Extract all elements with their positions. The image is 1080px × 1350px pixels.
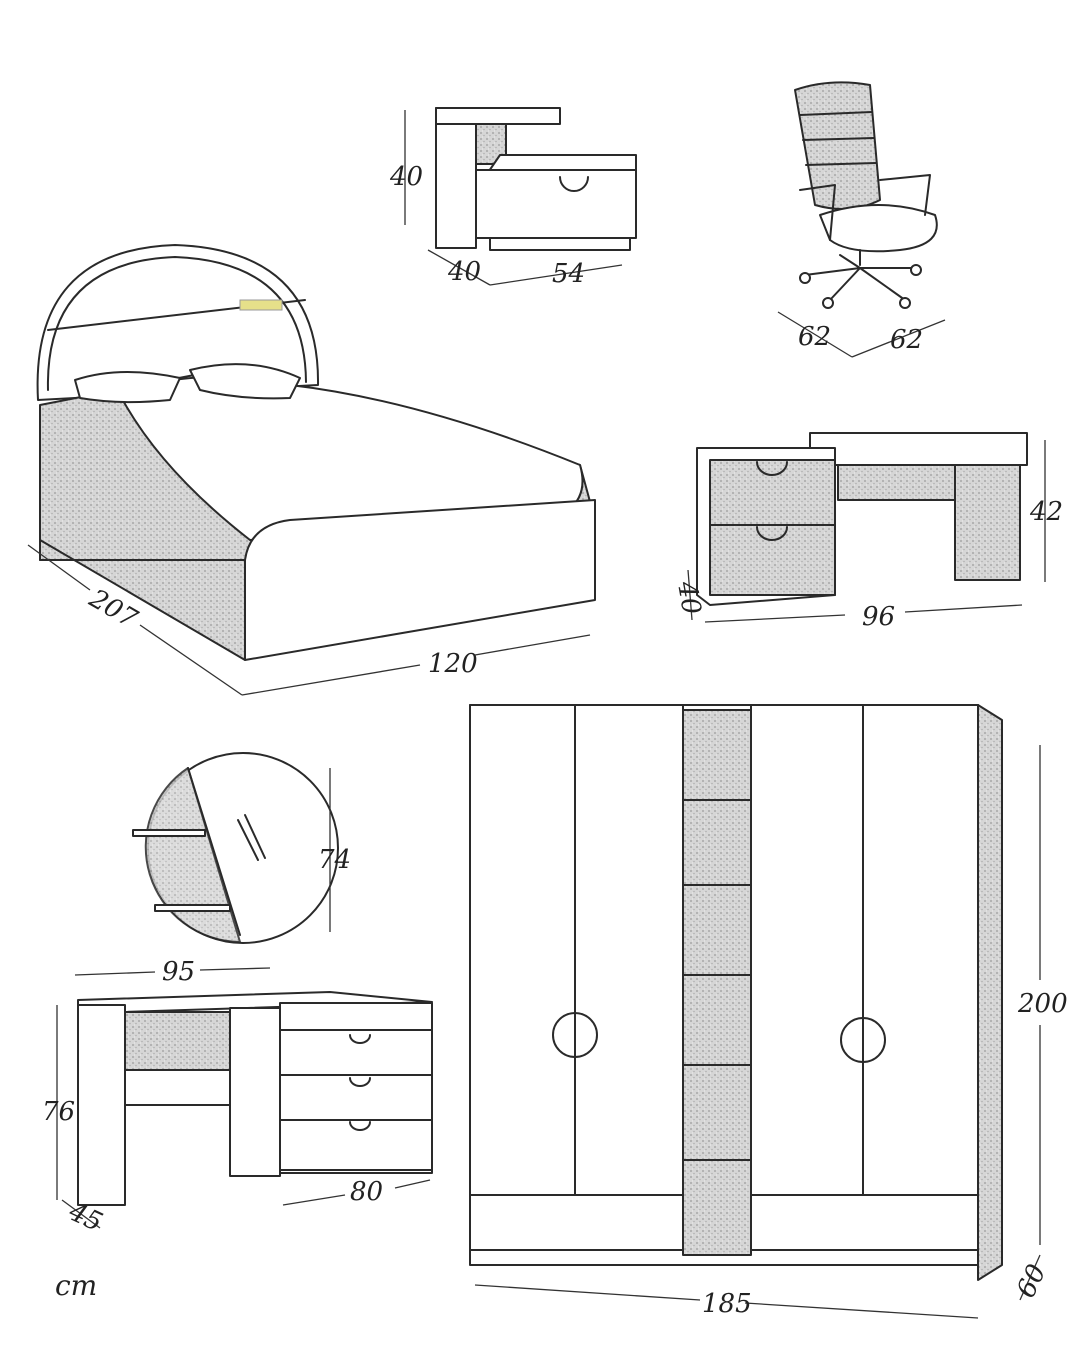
wardrobe-depth-label: 60 xyxy=(1011,1260,1052,1303)
chair-depth-label: 62 xyxy=(798,322,831,352)
unit-label: cm xyxy=(55,1269,97,1302)
nightstand-depth-label: 40 xyxy=(447,257,481,287)
office-chair-dimensions: 62 62 xyxy=(777,311,946,358)
nightstand-height-label: 40 xyxy=(389,162,423,192)
mirror-height-label: 74 xyxy=(318,845,351,875)
nightstand-dimensions: 40 40 54 xyxy=(389,110,623,289)
small-desk xyxy=(696,432,1028,606)
bed-width-label: 120 xyxy=(428,649,478,679)
dressing-desk xyxy=(77,991,433,1206)
nightstand-width-label: 54 xyxy=(552,259,585,289)
wardrobe-height-label: 200 xyxy=(1017,989,1068,1019)
small-desk-dimensions: 42 40 96 xyxy=(671,440,1063,632)
bed xyxy=(36,244,596,661)
mirror-dimensions: 74 xyxy=(318,768,351,932)
wardrobe xyxy=(469,704,1003,1281)
chair-width-label: 62 xyxy=(890,325,923,355)
round-mirror xyxy=(132,752,339,944)
dressing-desk-drawer-width-label: 80 xyxy=(350,1177,383,1207)
small-desk-depth-label: 40 xyxy=(671,578,706,617)
dressing-desk-top-width-label: 95 xyxy=(162,957,195,987)
wardrobe-width-label: 185 xyxy=(702,1289,752,1319)
small-desk-height-label: 42 xyxy=(1029,497,1063,527)
nightstand xyxy=(435,107,637,251)
small-desk-width-label: 96 xyxy=(862,602,895,632)
dressing-desk-height-label: 76 xyxy=(42,1097,75,1127)
office-chair xyxy=(794,81,938,309)
